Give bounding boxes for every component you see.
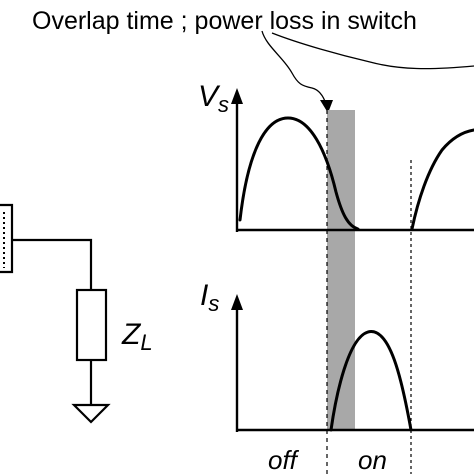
- load-label: ZL: [121, 318, 153, 355]
- voltage-plot: Vs: [198, 80, 474, 232]
- current-axis-arrow: [231, 294, 243, 310]
- load-impedance: [75, 288, 108, 362]
- circuit: ZL: [0, 203, 153, 424]
- current-waveform: [329, 330, 413, 432]
- voltage-axis-arrow: [231, 88, 243, 104]
- voltage-axis-label: Vs: [198, 80, 229, 117]
- load-symbol: Z: [121, 318, 142, 351]
- ground-icon: [71, 403, 111, 424]
- output-wire: [12, 238, 93, 290]
- state-on-label: on: [358, 445, 387, 474]
- annotation-arrowhead: [320, 100, 333, 113]
- current-subscript: s: [208, 291, 219, 316]
- current-symbol: I: [200, 279, 208, 312]
- voltage-waveform-1: [238, 116, 360, 231]
- voltage-waveform-2: [410, 128, 474, 231]
- current-axis-label: Is: [200, 279, 219, 316]
- heading-text: Overlap time ; power loss in switch: [32, 7, 417, 35]
- state-off-label: off: [268, 445, 300, 474]
- annotation-line-right: [271, 32, 474, 70]
- voltage-subscript: s: [218, 92, 229, 117]
- voltage-symbol: V: [198, 80, 221, 113]
- current-plot: Is: [200, 279, 474, 432]
- annotation-line-to-overlap: [261, 30, 327, 105]
- switch-box-edge: [0, 203, 14, 274]
- load-subscript: L: [140, 330, 152, 355]
- annotation-arrows: [261, 30, 474, 113]
